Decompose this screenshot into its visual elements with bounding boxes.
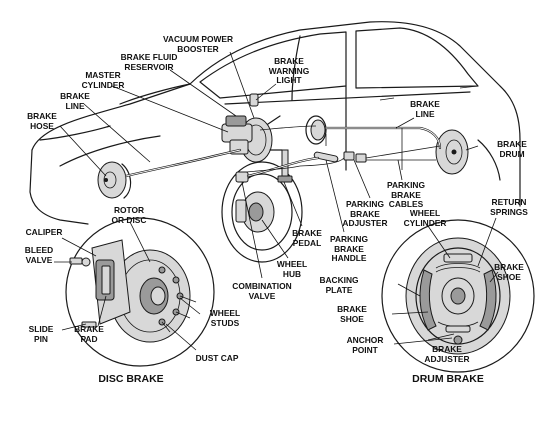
caption-drum-brake: DRUM BRAKE xyxy=(412,373,484,385)
leader-lines xyxy=(54,51,499,351)
brake-lines xyxy=(124,125,442,178)
label-dust-cap: DUST CAP xyxy=(195,353,239,363)
front-right-wheel xyxy=(221,161,303,263)
parking-brake-parts xyxy=(313,151,367,163)
front-left-brake xyxy=(97,161,132,199)
disc-brake-detail xyxy=(65,217,215,367)
rear-right-drum xyxy=(305,115,469,175)
label-caliper: CALIPER xyxy=(25,227,63,237)
drum-brake-detail xyxy=(381,219,535,373)
caption-disc-brake: DISC BRAKE xyxy=(98,373,164,385)
